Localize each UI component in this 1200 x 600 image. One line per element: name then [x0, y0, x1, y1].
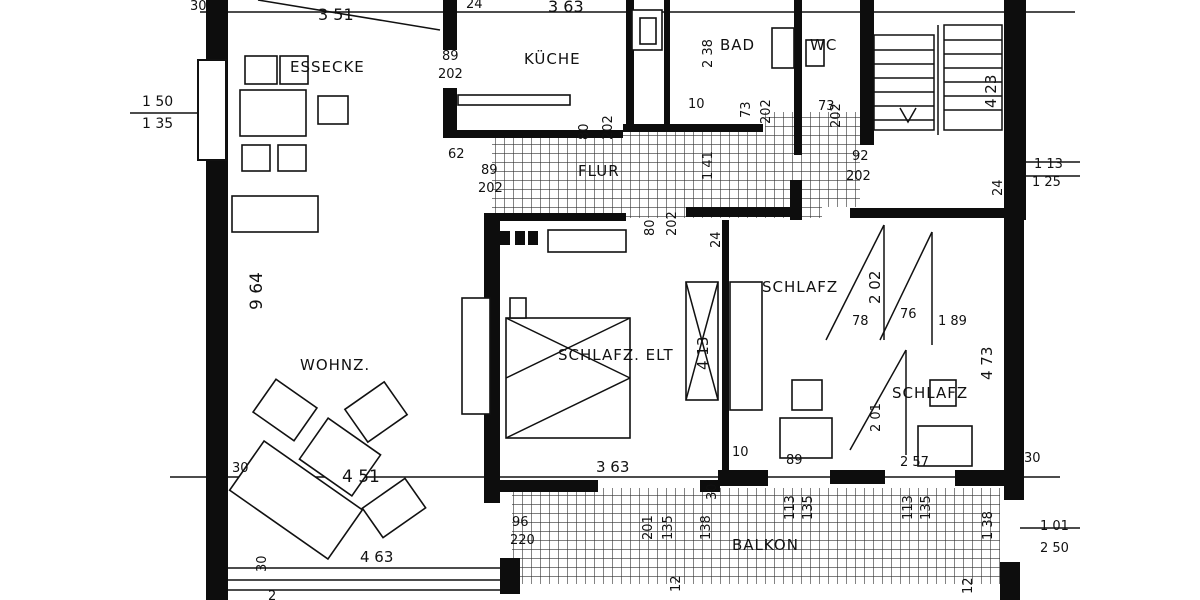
dim-label: 4 23 [982, 75, 1000, 108]
balkon-tiles [512, 488, 1000, 584]
dim-label: 10 [688, 97, 705, 112]
staircase [873, 24, 1003, 135]
room-label-flur: FLUR [578, 162, 620, 180]
dim-label: 12 [961, 577, 976, 594]
room-label-kueche: KÜCHE [524, 49, 581, 68]
dim-label: 1 13 [1034, 157, 1063, 172]
bathroom-fixtures [771, 27, 825, 69]
dim-label: 138 [699, 515, 714, 540]
dim-label: 2 02 [866, 271, 884, 304]
dim-label: 62 [448, 147, 465, 162]
dim-label: 202 [601, 115, 616, 140]
dim-label: 202 [478, 181, 503, 196]
kueche-counter [457, 9, 663, 106]
dim-label: 202 [759, 99, 774, 124]
room-label-wc: WC [810, 36, 837, 54]
dim-label: 135 [661, 515, 676, 540]
dim-label: 4 73 [978, 347, 996, 380]
dim-label: 30 [1024, 451, 1041, 466]
room-label-balkon: BALKON [732, 536, 799, 554]
dim-label: 89 [442, 49, 459, 64]
dim-label: 3 63 [596, 458, 629, 476]
room-label-schlafz-1: SCHLAFZ [762, 278, 838, 296]
dim-label: 2 50 [1040, 541, 1069, 556]
dim-label: 24 [991, 179, 1006, 196]
dim-label: 201 [641, 515, 656, 540]
dim-label: 92 [852, 149, 869, 164]
dim-label: 202 [665, 211, 680, 236]
essecke-furniture [231, 55, 349, 233]
dim-label: 113 [901, 495, 916, 520]
dim-label: 113 [783, 495, 798, 520]
dim-label: 9 64 [247, 272, 267, 310]
dim-label: 89 [786, 453, 803, 468]
dim-label: 1 25 [1032, 175, 1061, 190]
dim-label: 1 35 [142, 116, 173, 132]
room-label-bad: BAD [720, 36, 755, 54]
dim-label: 12 [669, 575, 684, 592]
dim-label: 2 01 [869, 403, 884, 432]
dim-label: 202 [438, 67, 463, 82]
schlafz-elt-furniture [461, 229, 763, 439]
dim-label: 3 63 [548, 0, 584, 16]
room-label-schlafz-2: SCHLAFZ [892, 384, 968, 402]
dim-label: 30 [255, 555, 270, 572]
dim-label: 24 [466, 0, 483, 12]
dim-label: 73 [739, 101, 754, 118]
dim-label: 1 01 [1040, 519, 1069, 534]
dim-label: 96 [512, 515, 529, 530]
dim-label: 4 51 [342, 467, 380, 487]
room-label-wohnz: WOHNZ. [300, 356, 370, 374]
dim-label: 76 [900, 307, 917, 322]
dim-label: 202 [846, 169, 871, 184]
dim-label: 1 38 [981, 511, 996, 540]
dim-label: 135 [801, 495, 816, 520]
dim-label: 80 [643, 219, 658, 236]
window-essecke [197, 59, 227, 161]
wohnz-furniture [228, 378, 427, 561]
room-label-schlafz-elt: SCHLAFZ. ELT [558, 346, 674, 364]
dim-label: 80 [577, 123, 592, 140]
dim-label: 202 [829, 103, 844, 128]
dim-label: 1 89 [938, 314, 967, 329]
dim-label: 4 13 [694, 337, 712, 370]
dim-label: 3 51 [318, 5, 354, 24]
dim-label: 2 [268, 589, 276, 600]
dim-label: 220 [510, 533, 535, 548]
flur-tiles-right [765, 112, 860, 207]
dim-label: 4 63 [360, 548, 393, 566]
room-label-essecke: ESSECKE [290, 58, 365, 76]
dim-label: 30 [232, 461, 249, 476]
dim-label: 30 [705, 483, 720, 500]
dim-label: 78 [852, 314, 869, 329]
dim-label: 89 [481, 163, 498, 178]
dim-label: 10 [732, 445, 749, 460]
dim-label: 73 [818, 99, 835, 114]
schlafz-furniture [779, 224, 973, 467]
dim-label: 1 41 [701, 151, 716, 180]
dimension-labels: 30 3 51 24 3 63 89 202 2 38 1 50 1 35 62… [142, 0, 1069, 600]
dim-label: 30 [190, 0, 207, 14]
dim-label: 1 50 [142, 94, 173, 110]
dim-label: 2 38 [701, 39, 716, 68]
dim-label: 135 [919, 495, 934, 520]
dim-label: 24 [709, 231, 724, 248]
dim-label: 2 57 [900, 455, 929, 470]
